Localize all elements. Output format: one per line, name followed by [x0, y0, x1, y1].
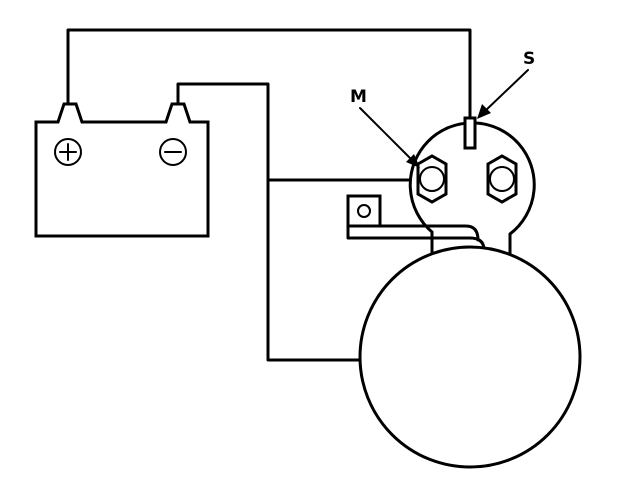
label-s: S: [523, 49, 535, 69]
minus-terminal-icon: [159, 138, 187, 166]
battery-body: [34, 102, 210, 238]
wire-battery-negative: [176, 82, 362, 362]
solenoid: [408, 116, 536, 256]
label-s-group: S: [477, 49, 535, 119]
wire-battery-positive-to-s: [66, 28, 472, 120]
m-terminal-nut: [416, 154, 448, 204]
b-terminal-nut: [486, 154, 518, 204]
s-terminal: [463, 116, 477, 150]
label-m: M: [350, 87, 367, 107]
starter-motor: [358, 245, 582, 469]
battery: [34, 102, 210, 238]
plus-terminal-icon: [54, 138, 82, 166]
label-m-group: M: [350, 87, 420, 168]
